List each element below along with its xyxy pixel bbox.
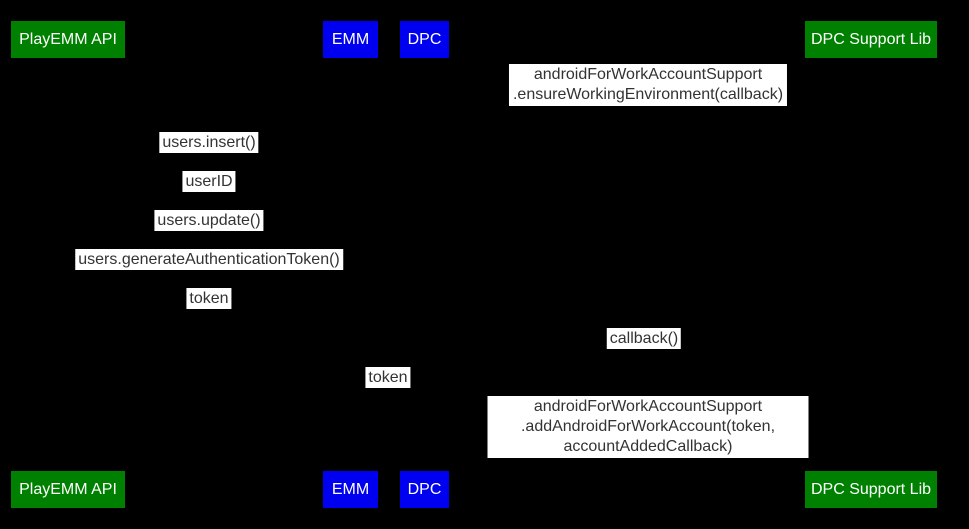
message-ensure-working-environment: androidForWorkAccountSupport .ensureWork… bbox=[508, 64, 788, 106]
actor-dpc-support-lib-bottom: DPC Support Lib bbox=[805, 471, 937, 508]
actor-emm-bottom: EMM bbox=[323, 471, 378, 508]
actor-playemm-api-bottom: PlayEMM API bbox=[11, 471, 125, 508]
message-token-forward: token bbox=[365, 367, 411, 388]
message-users-insert: users.insert() bbox=[159, 132, 259, 153]
message-user-id: userID bbox=[182, 171, 236, 192]
message-token-return: token bbox=[186, 288, 232, 309]
actor-playemm-api-top: PlayEMM API bbox=[11, 21, 125, 58]
message-users-update: users.update() bbox=[154, 210, 264, 231]
actor-dpc-support-lib-top: DPC Support Lib bbox=[805, 21, 937, 58]
actor-dpc-bottom: DPC bbox=[400, 471, 449, 508]
actor-dpc-top: DPC bbox=[400, 21, 449, 58]
message-generate-authentication-token: users.generateAuthenticationToken() bbox=[75, 249, 343, 270]
message-add-android-for-work-account: androidForWorkAccountSupport .addAndroid… bbox=[487, 396, 809, 458]
actor-emm-top: EMM bbox=[323, 21, 378, 58]
message-callback: callback() bbox=[606, 328, 682, 349]
